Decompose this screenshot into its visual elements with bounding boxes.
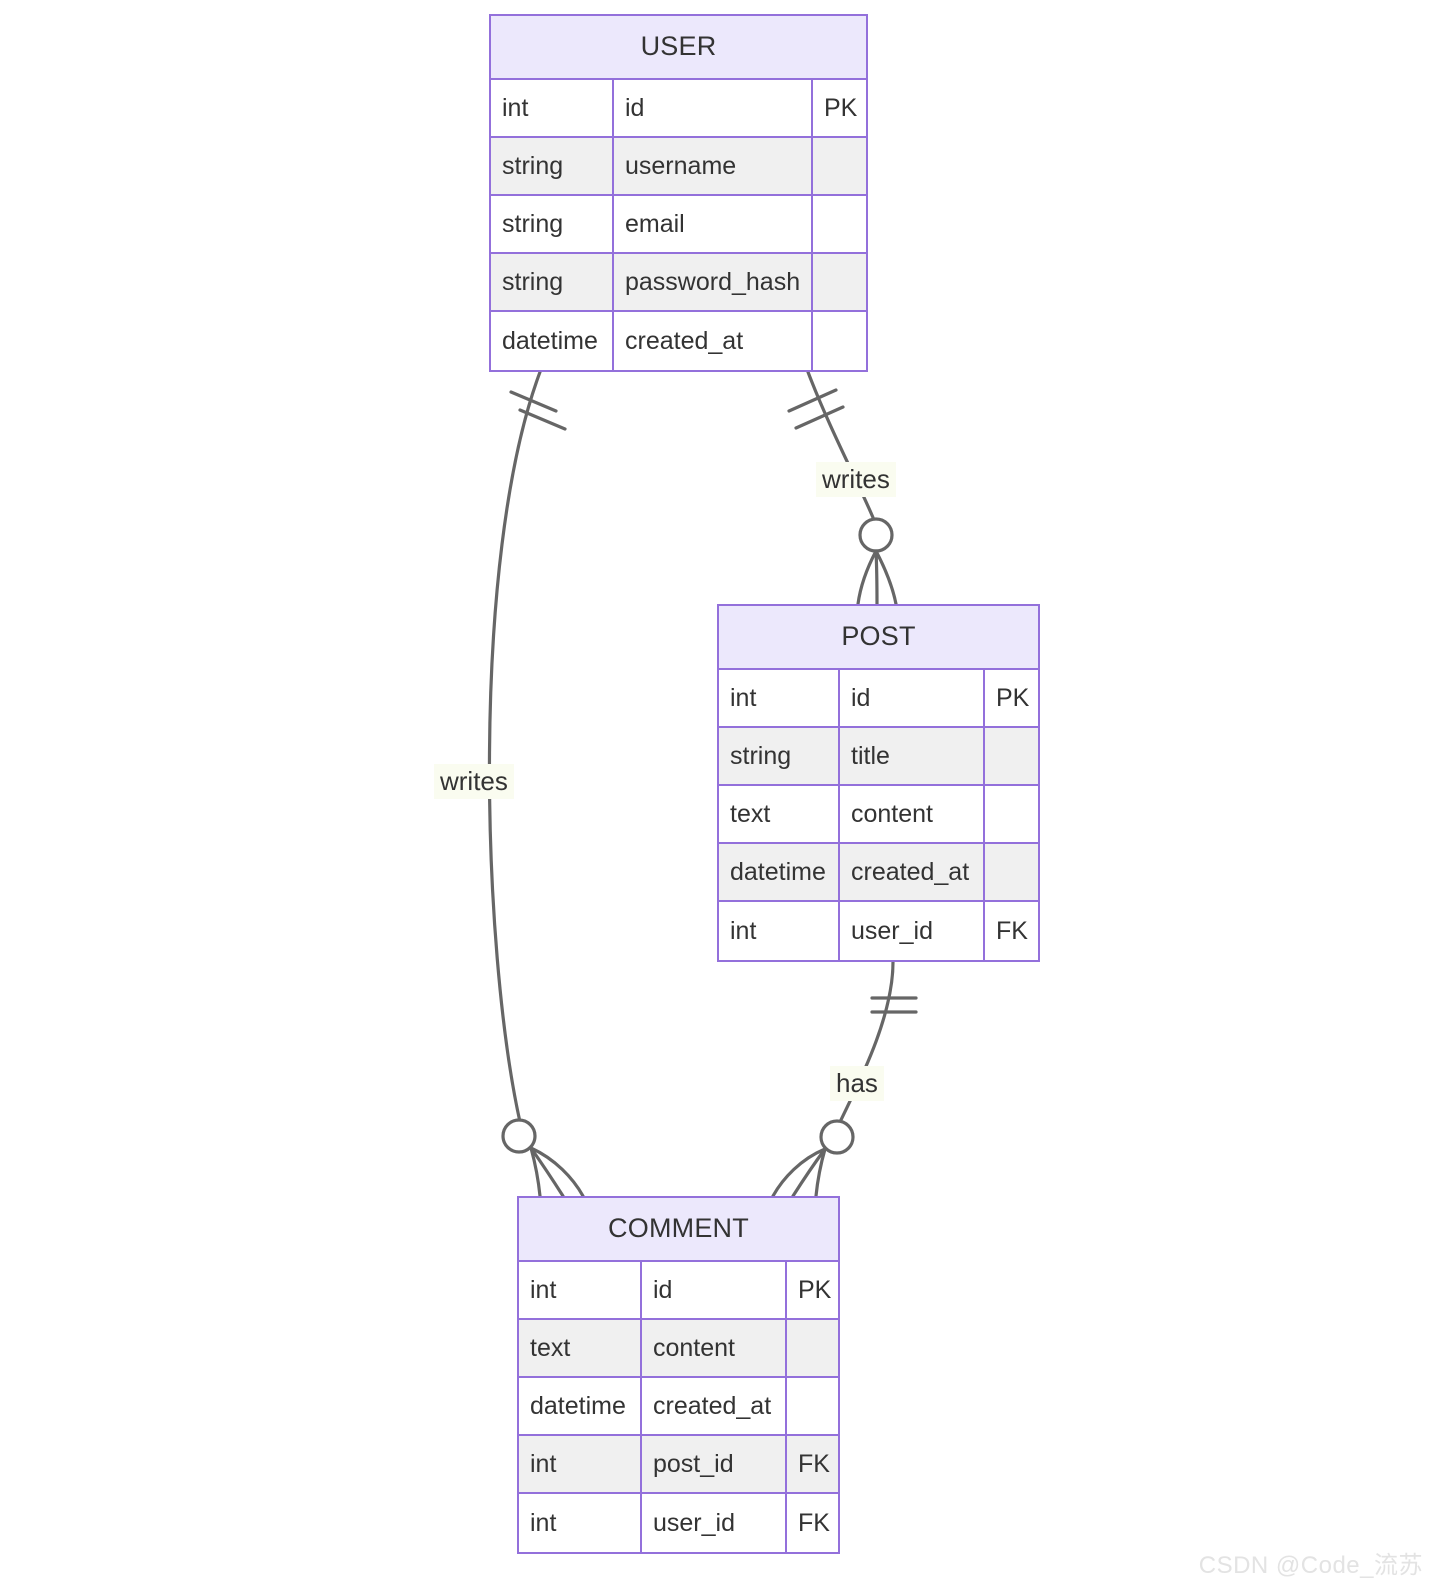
- attribute-type: text: [519, 1320, 642, 1376]
- cardinality-zero-circle-comment-left: [501, 1118, 537, 1154]
- table-row[interactable]: int user_id FK: [719, 902, 1038, 960]
- attribute-name: password_hash: [614, 254, 813, 310]
- table-row[interactable]: int id PK: [491, 80, 866, 138]
- attribute-key: [813, 254, 866, 310]
- attribute-type: int: [519, 1262, 642, 1318]
- attribute-key: FK: [798, 1508, 830, 1537]
- table-row[interactable]: int id PK: [519, 1262, 838, 1320]
- table-row[interactable]: string username: [491, 138, 866, 196]
- table-row[interactable]: text content: [519, 1320, 838, 1378]
- attribute-name: created_at: [642, 1378, 787, 1434]
- cardinality-many-crowsfoot-post: [856, 549, 898, 606]
- attribute-key: [985, 728, 1038, 784]
- attribute-key: FK: [996, 916, 1028, 945]
- table-row[interactable]: int user_id FK: [519, 1494, 838, 1552]
- table-row[interactable]: datetime created_at: [491, 312, 866, 370]
- attribute-key: [813, 196, 866, 252]
- cardinality-exactly-one-post-comment: [870, 996, 918, 1014]
- attribute-key: [813, 138, 866, 194]
- attribute-name: content: [840, 786, 985, 842]
- attribute-type: int: [719, 670, 840, 726]
- attribute-type: datetime: [719, 844, 840, 900]
- attribute-key: [813, 312, 866, 370]
- cardinality-exactly-one-user-comment: [509, 390, 567, 431]
- attribute-type: int: [519, 1494, 642, 1552]
- cardinality-exactly-one-user-post: [787, 388, 845, 430]
- attribute-name: created_at: [614, 312, 813, 370]
- attribute-name: id: [614, 80, 813, 136]
- connector-user-writes-post: [806, 370, 876, 522]
- attribute-type: string: [491, 196, 614, 252]
- table-row[interactable]: int id PK: [719, 670, 1038, 728]
- attribute-type: string: [719, 728, 840, 784]
- attribute-name: email: [614, 196, 813, 252]
- attribute-name: user_id: [642, 1494, 787, 1552]
- table-row[interactable]: string password_hash: [491, 254, 866, 312]
- table-row[interactable]: text content: [719, 786, 1038, 844]
- attribute-name: content: [642, 1320, 787, 1376]
- attribute-type: datetime: [491, 312, 614, 370]
- table-row[interactable]: datetime created_at: [519, 1378, 838, 1436]
- attribute-name: id: [642, 1262, 787, 1318]
- attribute-name: created_at: [840, 844, 985, 900]
- entity-comment[interactable]: COMMENT int id PK text content datetime …: [517, 1196, 840, 1554]
- table-row[interactable]: datetime created_at: [719, 844, 1038, 902]
- relationship-label-user-writes-comment: writes: [434, 764, 514, 799]
- attribute-type: int: [519, 1436, 642, 1492]
- cardinality-many-crowsfoot-comment-right: [771, 1147, 827, 1198]
- attribute-name: username: [614, 138, 813, 194]
- attribute-key: [985, 844, 1038, 900]
- entity-user-title: USER: [491, 16, 866, 80]
- attribute-key: PK: [798, 1275, 832, 1304]
- entity-comment-title: COMMENT: [519, 1198, 838, 1262]
- attribute-type: string: [491, 254, 614, 310]
- attribute-key: PK: [996, 683, 1030, 712]
- attribute-type: text: [719, 786, 840, 842]
- attribute-type: datetime: [519, 1378, 642, 1434]
- attribute-key: PK: [824, 93, 858, 122]
- cardinality-zero-circle-comment-right: [819, 1119, 855, 1155]
- attribute-type: int: [491, 80, 614, 136]
- entity-user[interactable]: USER int id PK string username string em…: [489, 14, 868, 372]
- entity-post[interactable]: POST int id PK string title text content…: [717, 604, 1040, 962]
- connector-user-writes-comment: [487, 370, 542, 1124]
- watermark-text: CSDN @Code_流苏: [1198, 1552, 1423, 1579]
- attribute-name: user_id: [840, 902, 985, 960]
- relationship-label-post-has-comment: has: [830, 1066, 884, 1101]
- attribute-key: [787, 1378, 838, 1434]
- table-row[interactable]: string title: [719, 728, 1038, 786]
- attribute-name: post_id: [642, 1436, 787, 1492]
- table-row[interactable]: string email: [491, 196, 866, 254]
- attribute-type: int: [719, 902, 840, 960]
- attribute-key: FK: [798, 1449, 830, 1478]
- attribute-name: id: [840, 670, 985, 726]
- entity-post-title: POST: [719, 606, 1038, 670]
- attribute-name: title: [840, 728, 985, 784]
- cardinality-many-crowsfoot-comment-left: [529, 1146, 585, 1198]
- attribute-key: [985, 786, 1038, 842]
- attribute-key: [787, 1320, 838, 1376]
- attribute-type: string: [491, 138, 614, 194]
- relationship-label-user-writes-post: writes: [816, 462, 896, 497]
- table-row[interactable]: int post_id FK: [519, 1436, 838, 1494]
- cardinality-zero-circle-post: [858, 517, 894, 553]
